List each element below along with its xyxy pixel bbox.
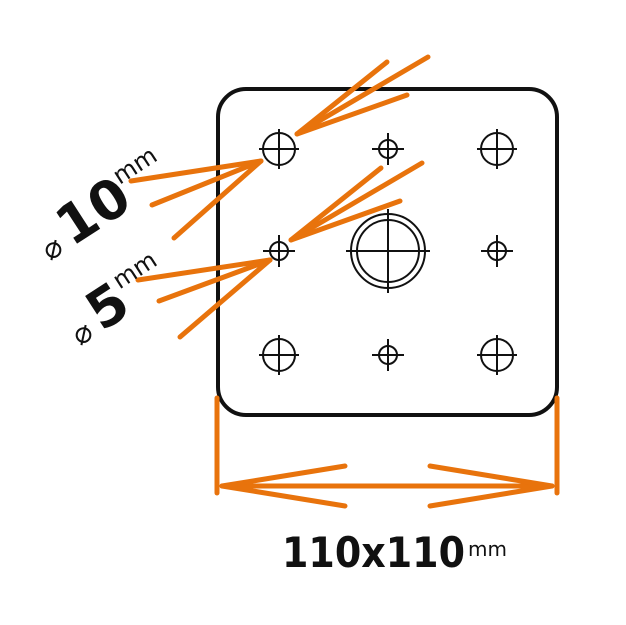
small-hole-label: ⌀ 5 mm xyxy=(65,246,162,353)
plate-size-unit: mm xyxy=(468,537,507,561)
hole-middle-left xyxy=(263,235,295,267)
hole-bottom-center xyxy=(372,339,404,371)
hole-center xyxy=(346,209,430,293)
hole-bottom-right xyxy=(477,335,517,375)
hole-bottom-left xyxy=(259,335,299,375)
small-hole-leader-arrows xyxy=(135,160,425,340)
hole-top-center xyxy=(372,133,404,165)
hole-middle-right xyxy=(481,235,513,267)
hole-top-left xyxy=(259,129,299,169)
hole-top-right xyxy=(477,129,517,169)
large-hole-leader-arrows xyxy=(128,54,431,241)
plate-size-value: 110x110 xyxy=(282,528,465,577)
width-dimension xyxy=(214,395,560,509)
